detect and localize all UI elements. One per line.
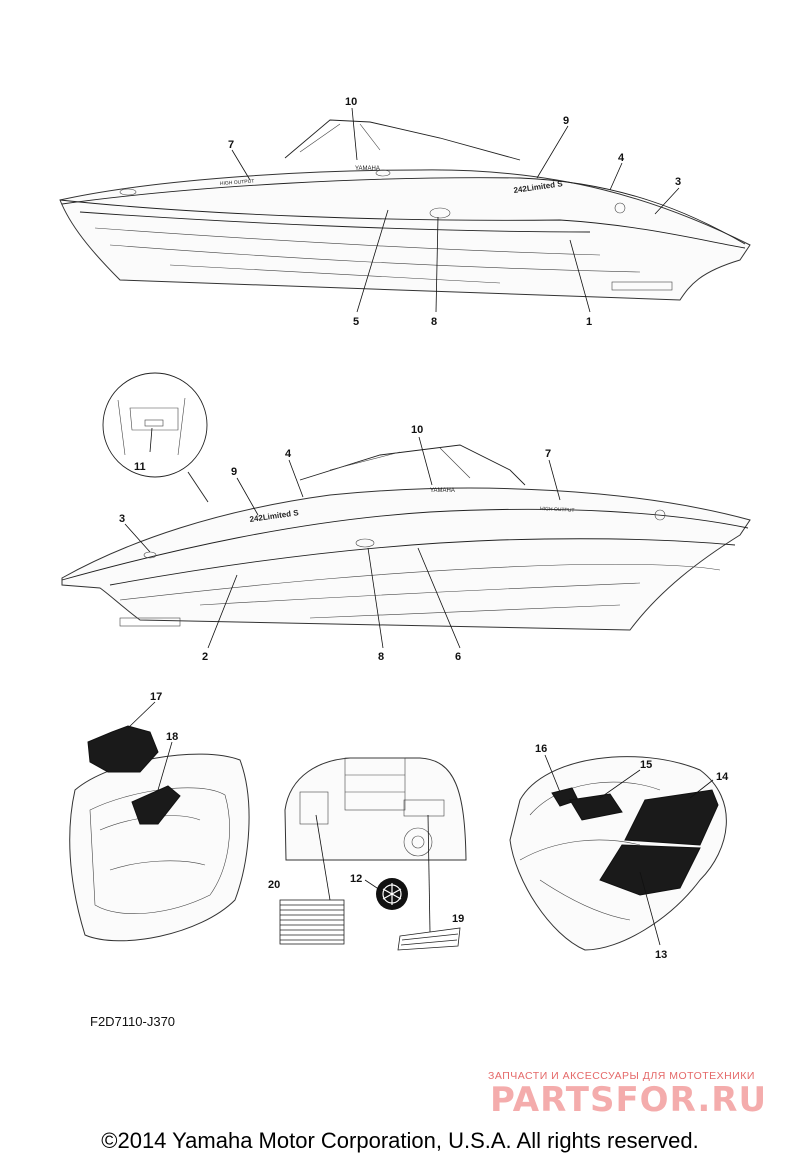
watermark-logo: PARTSFOR.RU [490,1080,768,1120]
decal-13-shape [599,844,701,896]
callout-11: 11 [134,461,146,473]
stern-deck-view: 17 18 [69,691,250,942]
callout-8-top: 8 [431,316,437,328]
ho-decal-top: HIGH OUTPUT [220,179,255,187]
copyright-notice: ©2014 Yamaha Motor Corporation, U.S.A. A… [101,1128,699,1153]
figure-code: F2D7110-J370 [90,1014,176,1029]
callout-1-top: 1 [586,316,592,328]
callout-17: 17 [150,691,162,703]
decal-20-shape [279,899,345,945]
decal-17-shape [87,725,159,773]
decal-14-shape [624,789,719,846]
callout-7-top: 7 [228,139,234,151]
callout-8-mid: 8 [378,651,384,663]
callout-10-mid: 10 [411,424,423,436]
callout-14: 14 [716,771,729,783]
bow-deck-view: 16 15 14 13 [509,743,729,961]
inset-detail-circle [102,372,208,478]
yamaha-decal-mid: YAMAHA [430,488,455,494]
callout-15: 15 [640,759,652,771]
yamaha-decal-top: YAMAHA [355,166,380,172]
callout-3-mid: 3 [119,513,125,525]
callout-9-top: 9 [563,115,569,127]
decal-18-shape [131,785,181,825]
callout-13: 13 [655,949,667,961]
callout-2-mid: 2 [202,651,208,663]
callout-18: 18 [166,731,178,743]
helm-view: 20 12 19 [268,757,467,951]
callout-4-mid: 4 [285,448,292,460]
watermark-tagline: ЗАПЧАСТИ И АКСЕССУАРЫ ДЛЯ МОТОТЕХНИКИ [488,1070,755,1082]
callout-12: 12 [350,873,362,885]
callout-19: 19 [452,913,464,925]
decal-15-shape [569,793,623,821]
callout-6-mid: 6 [455,651,461,663]
callout-10-top: 10 [345,96,357,108]
callout-16: 16 [535,743,547,755]
callout-3-top: 3 [675,176,681,188]
boat-starboard-view: YAMAHA 242Limited S HIGH OUTPUT 10 9 7 4… [59,96,751,328]
ho-decal-mid: HIGH OUTPUT [540,506,575,514]
decal-19-shape [397,927,461,951]
callout-9-mid: 9 [231,466,237,478]
callout-20: 20 [268,879,280,891]
callout-4-top: 4 [618,152,625,164]
callout-5-top: 5 [353,316,359,328]
boat-port-view: YAMAHA 242Limited S HIGH OUTPUT 11 10 9 … [61,372,751,663]
callout-7-mid: 7 [545,448,551,460]
